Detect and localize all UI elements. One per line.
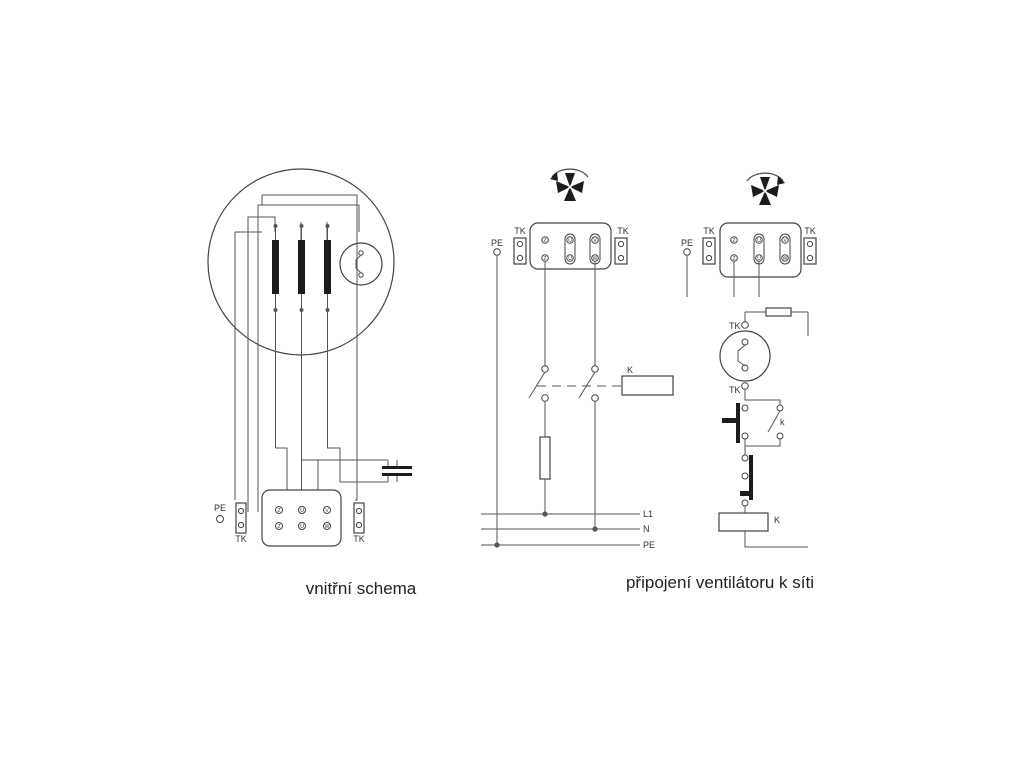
contactor-label: K: [774, 515, 780, 525]
internal-schema: Z U V Z U W PE TK TK vnitřní schema: [207, 168, 417, 598]
terminal-mark: W: [783, 256, 788, 262]
start-button: [740, 454, 753, 507]
terminal-mark: U: [568, 238, 572, 244]
stop-button: [722, 403, 749, 443]
caption-internal-schema: vnitřní schema: [306, 579, 417, 598]
pe-label: PE: [491, 238, 503, 248]
terminal-mark: U: [300, 508, 304, 514]
thermal-contact-circle: [719, 330, 771, 382]
pe-label: PE: [214, 503, 226, 513]
terminal-mark: W: [593, 256, 598, 262]
terminal-board-internal: [261, 489, 342, 547]
tk-label: TK: [617, 226, 629, 236]
contactor-coil-k: [621, 375, 674, 396]
caption-connection: připojení ventilátoru k síti: [626, 573, 814, 592]
fuse: [539, 436, 551, 480]
winding-coil-1: [272, 240, 279, 294]
connection-diagram-1: Z U V Z U W TK TK PE K: [481, 168, 674, 550]
thermal-contact-internal: [339, 242, 383, 286]
connection-diagram-2: Z U V Z U W TK TK PE TK TK: [626, 172, 817, 592]
fuse: [765, 307, 792, 317]
terminal-mark: U: [568, 256, 572, 262]
pe-terminal: [683, 248, 691, 256]
self-hold-contact-label: k: [780, 417, 785, 427]
terminal-mark: Z: [732, 238, 735, 244]
tk-label-right: TK: [353, 534, 365, 544]
tk-terminal-right: [353, 502, 365, 534]
tk-label: TK: [729, 321, 741, 331]
winding-coil-2: [298, 240, 305, 294]
terminal-mark: Z: [277, 524, 280, 530]
pe-label: PE: [681, 238, 693, 248]
fan-rotation-right-icon: [746, 172, 785, 205]
mains-l1-label: L1: [643, 509, 653, 519]
terminal-mark: Z: [277, 508, 280, 514]
terminal-mark: U: [757, 256, 761, 262]
terminal-mark: Z: [543, 238, 546, 244]
tk-label: TK: [703, 226, 715, 236]
terminal-mark: V: [593, 238, 597, 244]
pe-terminal: [216, 515, 224, 523]
winding-coils: [272, 224, 331, 312]
capacitor: [382, 460, 412, 482]
tk-label: TK: [729, 385, 741, 395]
terminal-mark: V: [325, 508, 329, 514]
tk-label: TK: [514, 226, 526, 236]
pe-terminal: [493, 248, 501, 256]
terminal-mark: U: [300, 524, 304, 530]
terminal-mark: U: [757, 238, 761, 244]
mains-n-label: N: [643, 524, 650, 534]
winding-coil-3: [324, 240, 331, 294]
tk-label-left: TK: [235, 534, 247, 544]
tk-label: TK: [804, 226, 816, 236]
terminal-mark: W: [325, 524, 330, 530]
terminal-mark: Z: [732, 256, 735, 262]
mains-pe-label: PE: [643, 540, 655, 550]
contactor-label: K: [627, 365, 633, 375]
tk-terminal-left: [235, 502, 247, 534]
fan-rotation-left-icon: [550, 168, 589, 201]
terminal-mark: V: [783, 238, 787, 244]
terminal-mark: Z: [543, 256, 546, 262]
contactor-coil-k: [718, 512, 769, 532]
